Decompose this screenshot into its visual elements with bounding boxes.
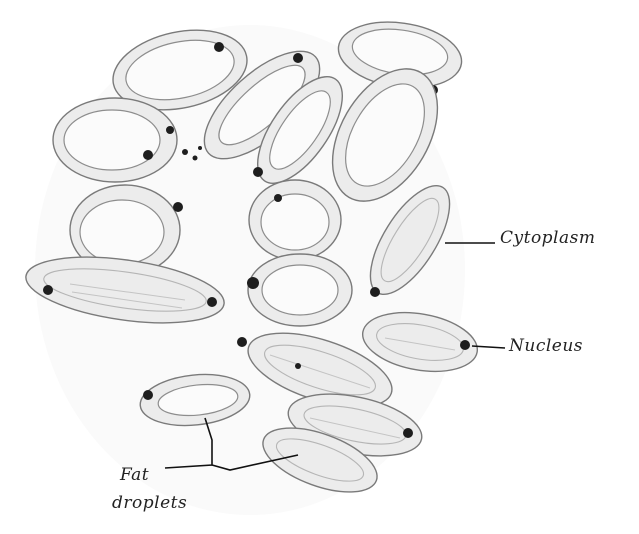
nucleus-label: Nucleus: [509, 336, 583, 356]
adipocyte-cell: [249, 180, 341, 260]
adipocyte-cell: [53, 98, 177, 182]
cytoplasm-label: Cytoplasm: [500, 228, 595, 248]
fat-droplets-label-line2: droplets: [112, 493, 187, 513]
adipocyte-cell: [247, 254, 352, 326]
fat-droplets-label-line1: Fat: [120, 465, 149, 485]
